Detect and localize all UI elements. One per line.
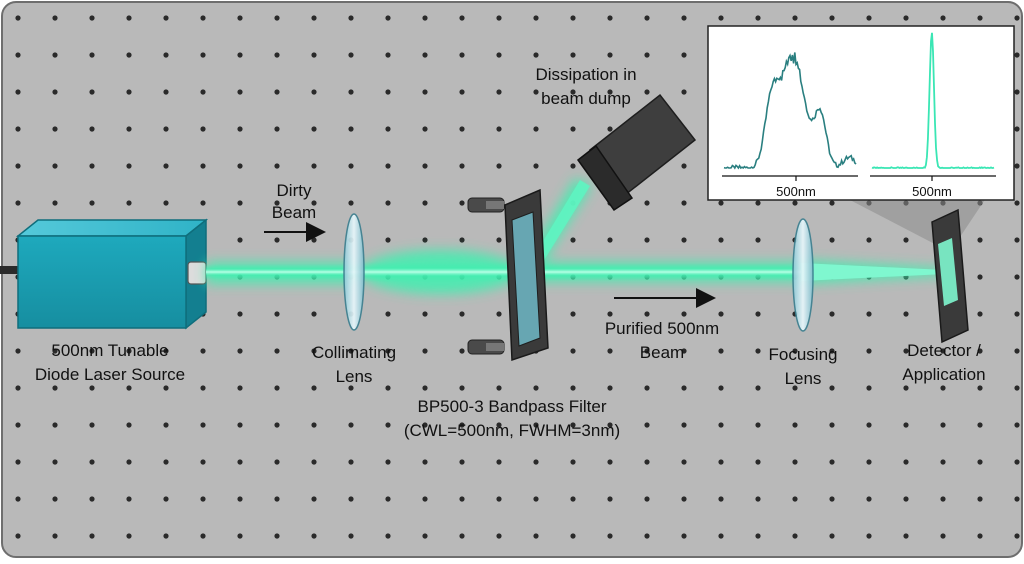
bandpass-filter-mount xyxy=(467,188,549,362)
laser-aperture xyxy=(187,261,207,285)
detector-label-line2: Application xyxy=(902,365,985,384)
laser-cable xyxy=(0,266,20,274)
purified-beam-label-line1: Purified 500nm xyxy=(605,319,719,338)
bandpass-filter-glass xyxy=(511,211,541,347)
focusing-lens xyxy=(792,218,814,332)
detector-label-line1: Detector / xyxy=(907,341,981,360)
dirty-beam-label-line1: Dirty xyxy=(277,181,312,200)
detector xyxy=(931,208,969,344)
left-plot-tick-label: 500nm xyxy=(776,184,816,199)
focusing-lens-label-line2: Lens xyxy=(785,369,822,388)
beam-dump-label-line2: beam dump xyxy=(541,89,631,108)
laser-source-label-line2: Diode Laser Source xyxy=(35,365,185,384)
collimating-lens-label-line1: Collimating xyxy=(312,343,396,362)
collimating-lens-label-line2: Lens xyxy=(336,367,373,386)
bandpass-filter-label-line2: (CWL=500nm, FWHM=3nm) xyxy=(404,421,620,440)
beam-dump xyxy=(576,93,697,212)
dirty-beam-label-line2: Beam xyxy=(272,203,316,222)
inset-panel xyxy=(707,25,1015,201)
spectrum-inset: 500nm 500nm xyxy=(707,25,1015,201)
right-plot-tick-label: 500nm xyxy=(912,184,952,199)
laser-source xyxy=(15,218,209,330)
focusing-lens-label-line1: Focusing xyxy=(769,345,838,364)
beam-dump-label-line1: Dissipation in xyxy=(535,65,636,84)
dirty-spectrum-line xyxy=(723,52,857,170)
collimating-lens xyxy=(343,213,365,331)
purified-beam-label-line2: Beam xyxy=(640,343,684,362)
bandpass-filter-label-line1: BP500-3 Bandpass Filter xyxy=(418,397,607,416)
clean-spectrum-line xyxy=(871,32,995,170)
laser-source-label-line1: 500nm Tunable xyxy=(51,341,168,360)
